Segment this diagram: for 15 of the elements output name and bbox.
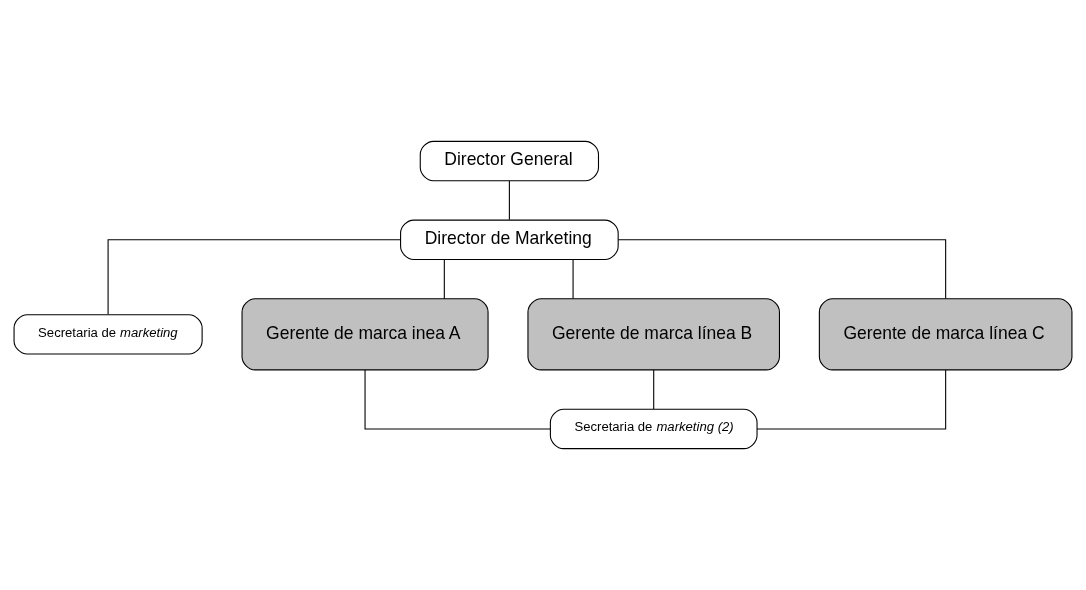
- node-box: Gerente de marca línea C: [818, 298, 1073, 371]
- connector: [756, 369, 947, 430]
- connector: [107, 239, 401, 315]
- connector: [443, 259, 445, 300]
- node-box: Secretaria de marketing (2): [549, 408, 758, 450]
- node-box: Gerente de marca inea A: [241, 298, 489, 371]
- connector: [508, 180, 510, 221]
- connector: [653, 369, 655, 410]
- connector: [572, 259, 574, 300]
- connector: [617, 239, 947, 300]
- node-box: Director General: [419, 140, 600, 182]
- connector: [364, 369, 551, 430]
- node-box: Director de Marketing: [400, 219, 619, 260]
- node-box: Gerente de marca línea B: [527, 298, 780, 371]
- node-box: Secretaria de marketing: [13, 314, 203, 355]
